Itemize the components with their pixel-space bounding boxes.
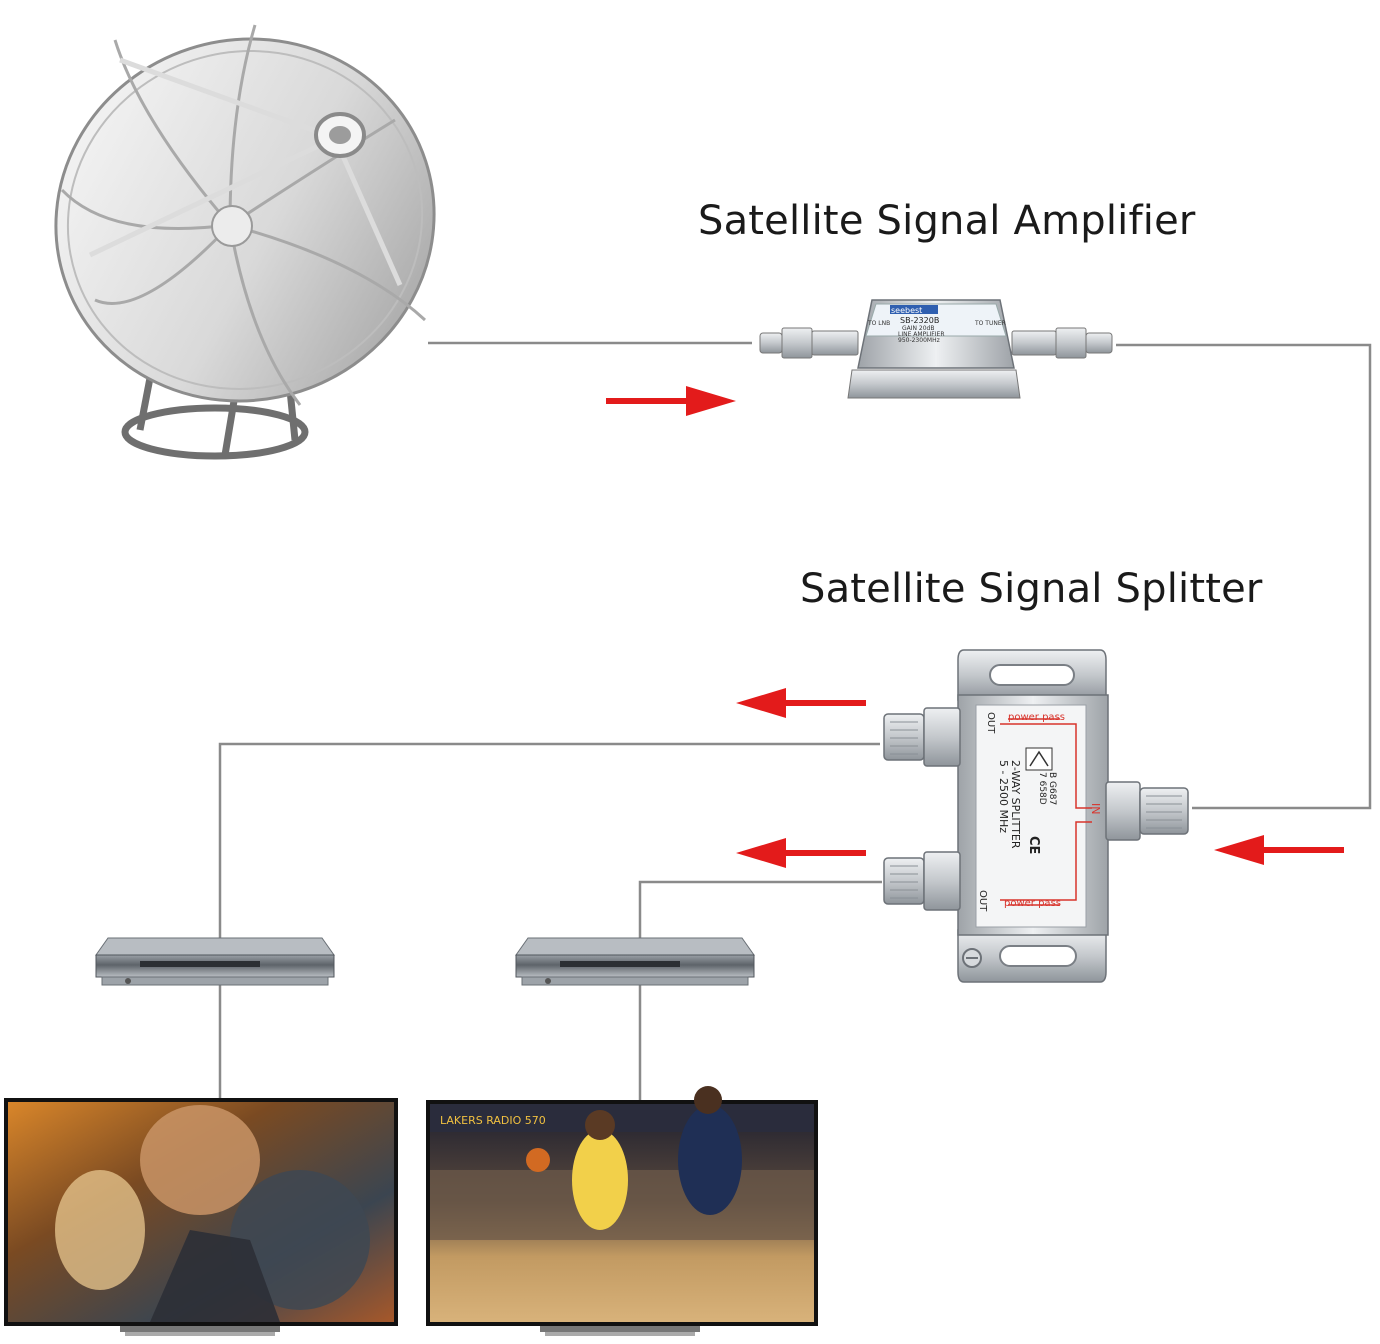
satellite-dish-icon — [54, 24, 436, 460]
splitter-out-top-connector — [883, 707, 961, 767]
receiver-left-icon — [95, 937, 335, 986]
splitter-top-band: power pass — [1008, 712, 1065, 723]
amplifier-model: SB-2320B — [900, 316, 939, 325]
splitter-freq: 5 - 2500 MHz — [997, 760, 1010, 833]
cables — [218, 341, 1372, 1100]
cable-splitter-to-receiver-right — [638, 880, 882, 940]
amplifier-line2: LINE AMPLIFIER — [898, 331, 945, 338]
cable-splitter-to-receiver-left — [218, 742, 880, 940]
arrow-left-icon — [1214, 835, 1344, 865]
arrow-left-icon — [736, 688, 866, 718]
amplifier-line3: 950-2300MHz — [898, 337, 940, 344]
splitter-title: Satellite Signal Splitter — [800, 566, 1263, 612]
splitter-out-bottom-connector — [883, 851, 961, 911]
splitter-out-bottom: OUT — [977, 890, 988, 912]
amplifier-port-right: TO TUNER — [974, 320, 1006, 327]
splitter-in-connector — [1105, 781, 1189, 841]
splitter-ce-mark: CE — [1026, 836, 1041, 854]
splitter-device: power pass power pass OUT OUT IN 2-WAY S… — [883, 649, 1189, 983]
splitter-code2: 7 658D — [1037, 772, 1047, 805]
receiver-right-icon — [515, 937, 755, 986]
amplifier-line1: GAIN 20dB — [902, 325, 934, 332]
splitter-name: 2-WAY SPLITTER — [1009, 760, 1022, 849]
cable-amplifier-to-splitter — [1116, 343, 1372, 810]
arrow-left-icon — [736, 838, 866, 868]
tv-right-banner: LAKERS RADIO 570 — [440, 1114, 546, 1127]
splitter-bottom-band: power pass — [1004, 898, 1061, 909]
splitter-in: IN — [1089, 803, 1102, 814]
tv-left-icon — [4, 1098, 398, 1336]
signal-arrows — [606, 386, 1344, 868]
splitter-code1: B G687 — [1047, 772, 1057, 805]
arrow-right-icon — [606, 386, 736, 416]
amplifier-port-left: TO LNB — [867, 320, 890, 327]
tv-right-icon: LAKERS RADIO 570 — [426, 1086, 818, 1336]
splitter-logo-icon — [1025, 747, 1053, 771]
amplifier-brand: seebest — [891, 306, 922, 315]
splitter-out-top: OUT — [985, 712, 996, 734]
amplifier-title: Satellite Signal Amplifier — [698, 198, 1196, 244]
amplifier-device: seebest SB-2320B GAIN 20dB LINE AMPLIFIE… — [759, 299, 1113, 399]
